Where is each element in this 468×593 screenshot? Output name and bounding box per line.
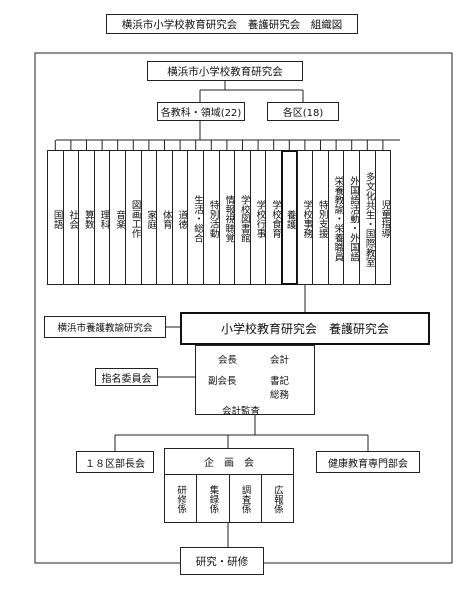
kikaku-sub-item: 広報係 [260,475,293,523]
node-shimei: 指名委員会 [95,368,158,386]
diagram-title: 横浜市小学校教育研究会 養護研究会 組織図 [106,14,358,34]
kikaku-sub-item: 集録係 [196,475,228,523]
subject-column: 体育 [156,150,173,285]
subject-column: 算数 [78,150,95,285]
node-yogo-kyoyu: 横浜市養護教諭研究会 [44,316,166,338]
officer-kaikei: 会計 [270,355,290,366]
subject-column: 学校事務 [296,150,314,285]
officer-fukukaicho: 副会長 [208,376,237,387]
subject-column: 社会 [62,150,80,285]
subject-column: 家庭 [140,150,158,285]
subject-column: 生活・総合 [187,150,204,285]
officer-shoki: 書記 [270,376,290,387]
subject-column: 栄養教諭・栄養職員 [327,150,345,285]
node-subjects-branch: 各教科・領域(22) [157,102,245,121]
subject-column: 道徳 [171,150,189,285]
officer-kansa: 会計監査 [222,406,261,417]
subject-column: 外国語活動・外国語 [343,150,360,285]
node-kenkyu: 研究・研修 [180,547,264,575]
root-node: 横浜市小学校教育研究会 [147,61,303,81]
officer-somu: 総務 [270,390,290,401]
node-kenko: 健康教育専門部会 [316,451,420,473]
subject-column: 学校行事 [249,150,267,285]
subject-column: 特別支援 [312,150,329,285]
node-ku-bucho: １８区部長会 [76,451,154,473]
subject-column: 学校食育 [265,150,282,285]
officers-box: 会長 会計 副会長 書記 総務 会計監査 [195,345,315,417]
node-wards-branch: 各区(18) [267,102,339,121]
subject-column: 理科 [93,150,111,285]
subject-column: 多文化共生・国際教室 [359,150,376,285]
subject-column: 情報視聴覚 [218,150,236,285]
subject-column: 図画工作 [125,150,142,285]
node-kikaku: 企 画 会 研修係集録係調査係広報係 [164,448,294,523]
kikaku-label: 企 画 会 [204,458,254,469]
subject-column: 音楽 [109,150,126,285]
subject-column: 国語 [47,150,64,285]
subject-column: 児童指導 [374,150,392,285]
subject-column: 学校図書館 [234,150,251,285]
officer-kaicho: 会長 [218,355,238,366]
kikaku-sub-item: 研修係 [175,484,187,514]
subject-column: 特別活動 [203,150,220,285]
subject-column: 養護 [281,150,298,285]
kikaku-sub-group: 研修係集録係調査係広報係 [165,474,293,523]
kikaku-sub-item: 調査係 [228,475,261,523]
node-main-org: 小学校教育研究会 養護研究会 [180,312,430,345]
